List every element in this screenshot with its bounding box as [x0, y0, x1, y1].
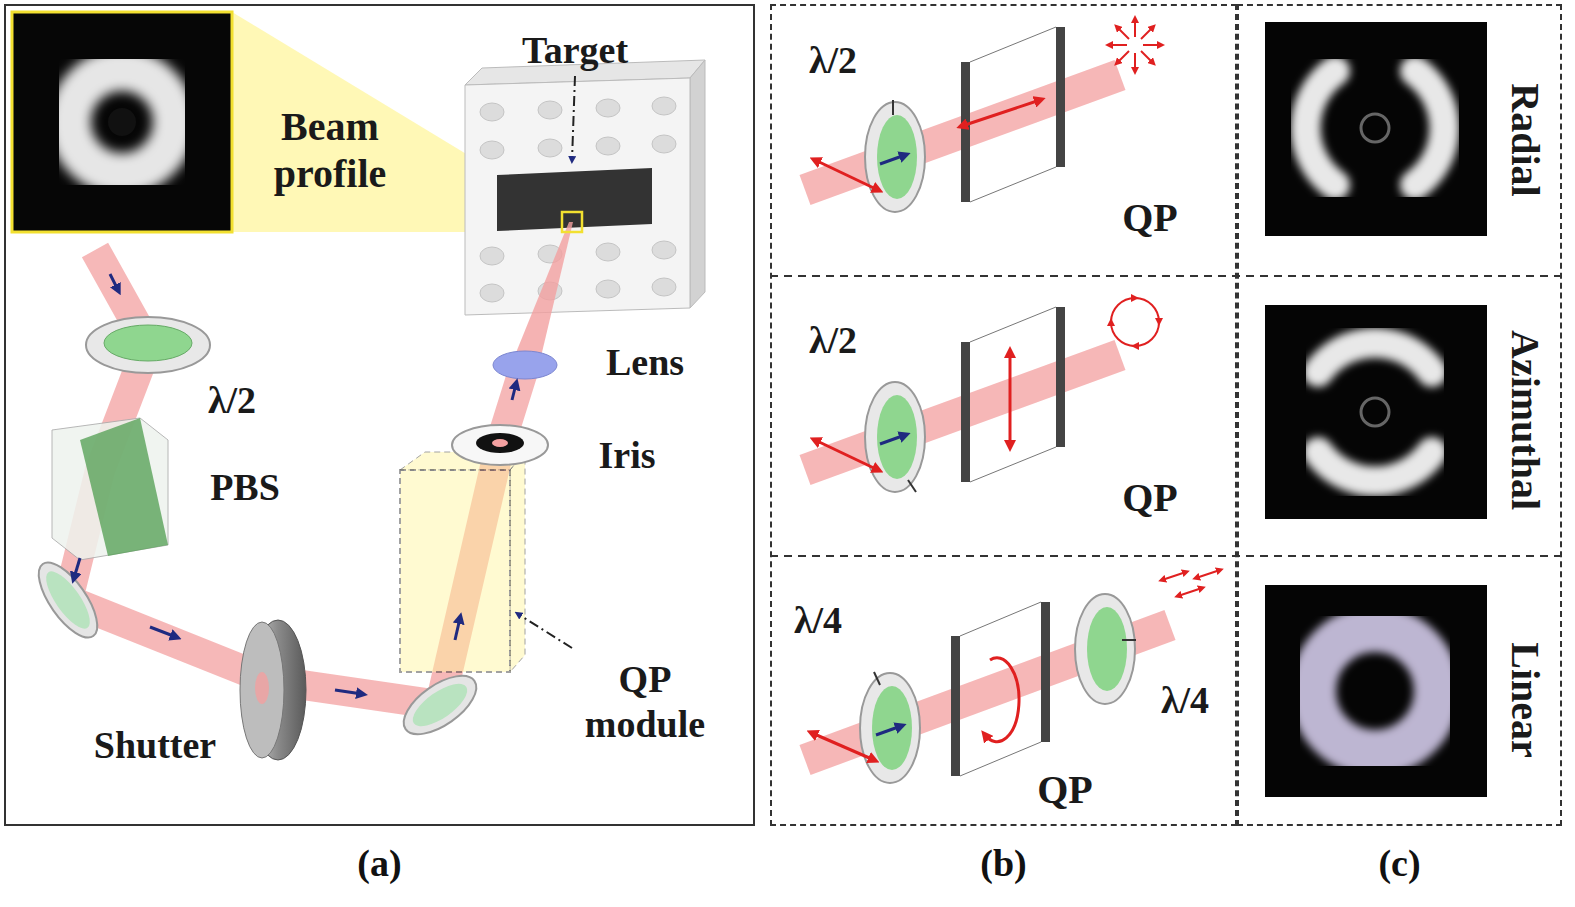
plate-crystal [104, 325, 192, 361]
beam-spot-marker [562, 212, 582, 232]
component-label: Beam profile [240, 103, 420, 197]
radial-setup [805, 19, 1161, 212]
component-label: λ/2 [809, 38, 857, 83]
panel-label: (b) [980, 844, 1026, 882]
pbs-diagonal [80, 418, 168, 556]
holder-holes [480, 97, 676, 302]
polarization-label: Linear [1501, 642, 1548, 758]
component-label: λ/4 [1161, 678, 1209, 723]
component-label: Iris [599, 433, 656, 478]
target-strip [497, 168, 652, 231]
shutter-aperture [255, 672, 269, 704]
polarization-label: Azimuthal [1501, 330, 1548, 510]
component-label: PBS [210, 465, 280, 510]
profile-image [1265, 585, 1487, 797]
qp-module-side [510, 452, 525, 672]
component-label: QP [1122, 474, 1178, 521]
component-label: Lens [606, 340, 684, 385]
linear-setup [805, 570, 1220, 783]
mirror-face [39, 565, 98, 634]
target-holder [465, 78, 690, 315]
component-label: Shutter [94, 723, 216, 768]
mirror-face [406, 676, 473, 734]
component-label: λ/4 [794, 598, 842, 643]
panel-frame: (a) [4, 4, 755, 826]
component-label: QP module [570, 657, 720, 747]
beam-profile-inset [12, 12, 232, 232]
component-label: QP [1037, 766, 1093, 813]
donut-beam [70, 70, 174, 174]
mirror [394, 665, 486, 746]
donut-core [108, 108, 136, 136]
polarization-label: Radial [1501, 83, 1548, 196]
holder-side [690, 60, 705, 308]
linear-profile [1313, 629, 1437, 753]
radial-profile [1306, 71, 1445, 185]
direction-arrows [74, 274, 516, 694]
azimuthal-profile [1318, 343, 1432, 482]
iris-beam [492, 439, 508, 447]
lens [493, 351, 557, 379]
iris-aperture [476, 433, 524, 453]
panel-label: (c) [1378, 844, 1420, 882]
row-divider [770, 555, 1562, 557]
component-label: λ/2 [208, 378, 256, 423]
qp-module [400, 470, 510, 672]
radial-core [1361, 114, 1389, 142]
component-label: Target [522, 28, 628, 73]
shutter-face [240, 622, 284, 758]
panel-label: (a) [357, 844, 401, 882]
profile-image [1265, 305, 1487, 519]
profile-image [1265, 22, 1487, 236]
leader-line [572, 76, 575, 160]
component-label: QP [1122, 194, 1178, 241]
focused-beam [511, 222, 573, 365]
component-label: λ/2 [809, 318, 857, 363]
mirror [28, 554, 108, 647]
half-wave-plate [86, 317, 210, 373]
row-divider [770, 275, 1562, 277]
azimuthal-setup [805, 298, 1159, 492]
pbs-cube [52, 418, 168, 560]
azimuthal-core [1361, 398, 1389, 426]
iris [452, 425, 548, 465]
leader-line [518, 614, 572, 648]
